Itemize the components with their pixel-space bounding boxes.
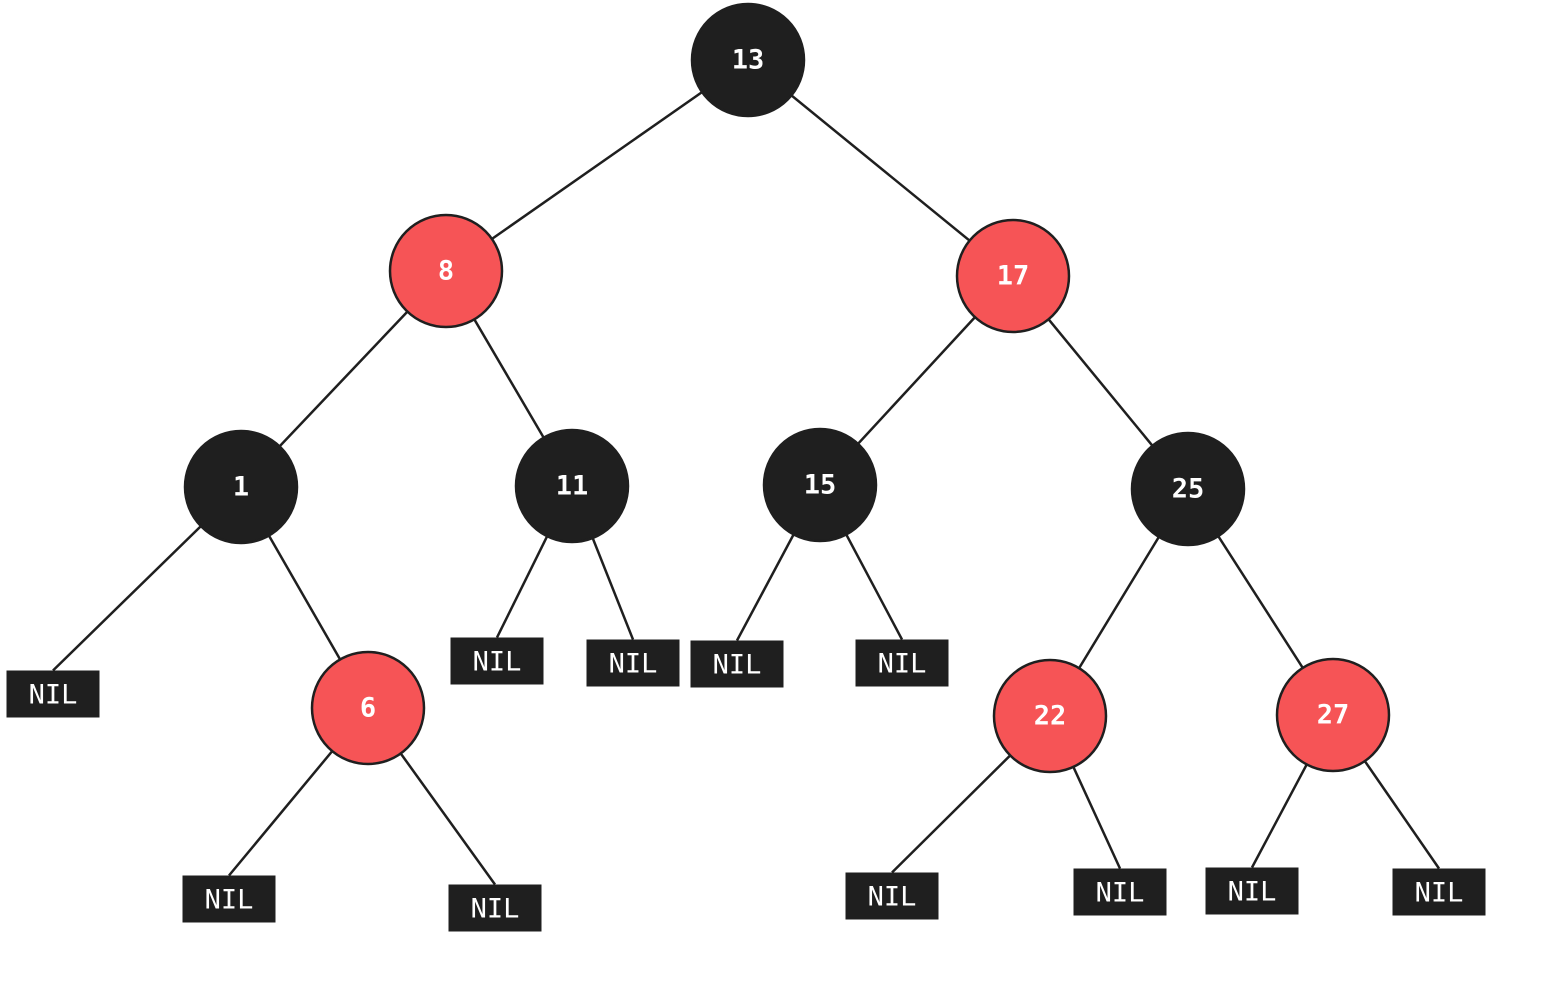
nil-label: NIL	[1228, 877, 1277, 908]
nil-box	[1392, 868, 1486, 916]
nil-leaf: NIL	[6, 670, 100, 718]
nil-leaf: NIL	[690, 640, 784, 688]
nil-label: NIL	[205, 885, 254, 916]
nil-leaf: NIL	[182, 875, 276, 923]
nil-label: NIL	[609, 649, 658, 680]
node-label: 8	[438, 256, 454, 287]
node-circle	[762, 427, 878, 543]
tree-node-red: 27	[1275, 657, 1391, 773]
nil-box	[448, 884, 542, 932]
tree-node-red: 17	[955, 218, 1071, 334]
node-label: 6	[360, 693, 376, 724]
nil-label: NIL	[868, 882, 917, 913]
tree-node-red: 22	[992, 658, 1108, 774]
node-circle	[955, 218, 1071, 334]
node-label: 15	[804, 470, 837, 501]
tree-node-black: 25	[1130, 431, 1246, 547]
tree-edge	[445, 58, 749, 273]
tree-node-black: 11	[514, 428, 630, 544]
node-circle	[690, 2, 806, 118]
nil-leaf: NIL	[450, 637, 544, 685]
nil-leaf: NIL	[1205, 867, 1299, 915]
node-circle	[1275, 657, 1391, 773]
tree-node-black: 13	[690, 2, 806, 118]
nil-box	[450, 637, 544, 685]
nil-leaf: NIL	[855, 639, 949, 687]
node-label: 27	[1317, 700, 1350, 731]
node-circle	[183, 429, 299, 545]
tree-node-black: 15	[762, 427, 878, 543]
tree-node-red: 8	[388, 213, 504, 329]
node-label: 13	[732, 45, 765, 76]
nil-leaf: NIL	[448, 884, 542, 932]
nil-label: NIL	[471, 894, 520, 925]
node-label: 1	[233, 472, 249, 503]
node-label: 11	[556, 471, 589, 502]
nil-label: NIL	[1096, 878, 1145, 909]
nil-label: NIL	[713, 650, 762, 681]
nil-box	[1205, 867, 1299, 915]
tree-node-black: 1	[183, 429, 299, 545]
nil-leaf: NIL	[1073, 868, 1167, 916]
nil-box	[1073, 868, 1167, 916]
nil-box	[182, 875, 276, 923]
node-label: 25	[1172, 474, 1205, 505]
node-label: 17	[997, 261, 1030, 292]
nil-box	[690, 640, 784, 688]
nil-box	[586, 639, 680, 687]
nil-label: NIL	[878, 649, 927, 680]
nil-box	[6, 670, 100, 718]
node-circle	[1130, 431, 1246, 547]
nil-leaf: NIL	[1392, 868, 1486, 916]
nil-leaf: NIL	[586, 639, 680, 687]
nil-leaf: NIL	[845, 872, 939, 920]
nil-box	[855, 639, 949, 687]
node-circle	[310, 650, 426, 766]
nil-label: NIL	[473, 647, 522, 678]
nil-box	[845, 872, 939, 920]
nil-label: NIL	[29, 680, 78, 711]
node-circle	[992, 658, 1108, 774]
tree-node-red: 6	[310, 650, 426, 766]
node-label: 22	[1034, 701, 1067, 732]
node-circle	[514, 428, 630, 544]
nil-leaves-layer: NIL NIL NIL NIL NIL NIL NIL NIL NIL NIL NIL	[6, 637, 1486, 932]
node-circle	[388, 213, 504, 329]
nil-label: NIL	[1415, 878, 1464, 909]
